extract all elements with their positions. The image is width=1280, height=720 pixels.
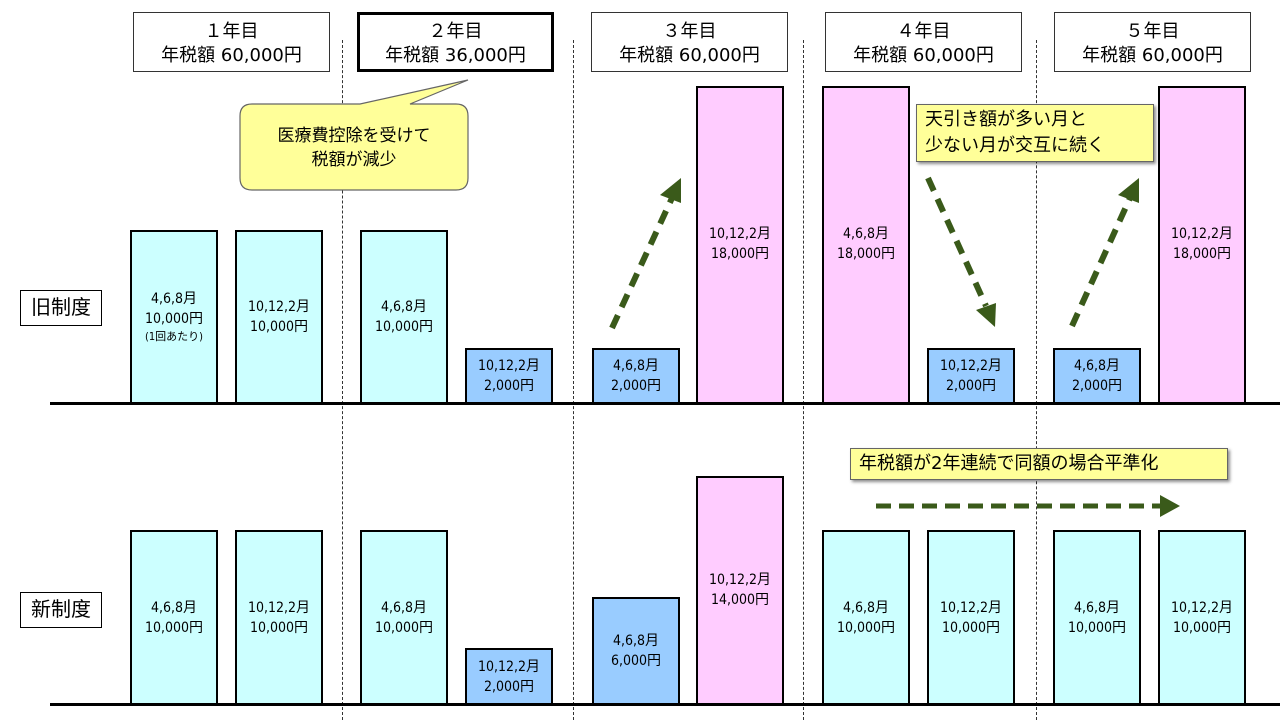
old-bar: 4,6,8月 2,000円	[592, 348, 680, 404]
bar-amount: 10,000円	[1067, 619, 1127, 636]
year-label: ４年目	[896, 21, 951, 42]
old-bar: 4,6,8月 10,000円	[360, 230, 448, 404]
dashed-arrow-down-icon	[925, 176, 989, 308]
bar-months: 10,12,2月	[708, 572, 772, 588]
year-divider	[803, 40, 804, 720]
bar-months: 10,12,2月	[247, 299, 311, 315]
year-label: １年目	[204, 21, 259, 42]
row-label-new: 新制度	[20, 592, 102, 628]
bar-months: 10,12,2月	[708, 226, 772, 242]
new-bar: 10,12,2月 2,000円	[465, 648, 553, 705]
year-divider	[573, 40, 574, 720]
bar-amount: 2,000円	[1071, 378, 1123, 394]
year-header-5: ５年目 年税額 60,000円	[1054, 12, 1251, 72]
new-bar: 4,6,8月 10,000円	[822, 530, 910, 705]
bar-amount: 10,000円	[374, 319, 434, 335]
bar-months: 4,6,8月	[1073, 599, 1121, 616]
bar-months: 10,12,2月	[939, 358, 1003, 374]
callout-alternate: 天引き額が多い月と 少ない月が交互に続く	[916, 104, 1154, 162]
bar-months: 4,6,8月	[842, 599, 890, 616]
bar-months: 4,6,8月	[612, 633, 660, 649]
bar-months: 10,12,2月	[1170, 599, 1234, 616]
bar-months: 4,6,8月	[842, 226, 890, 242]
bar-months: 10,12,2月	[939, 599, 1003, 616]
bar-amount: 10,000円	[144, 311, 204, 327]
bar-amount: 2,000円	[945, 378, 997, 394]
callout-medical: 医療費控除を受けて 税額が減少	[277, 126, 431, 170]
dashed-arrow-up-icon	[1069, 196, 1133, 328]
old-bar: 4,6,8月 2,000円	[1053, 348, 1141, 404]
bar-amount: 18,000円	[1172, 246, 1232, 262]
year-tax: 年税額 60,000円	[619, 45, 760, 66]
year-divider	[1036, 40, 1037, 720]
year-tax: 年税額 60,000円	[1082, 45, 1223, 66]
bar-amount: 18,000円	[836, 246, 896, 262]
bar-amount: 10,000円	[249, 619, 309, 636]
bar-months: 4,6,8月	[150, 599, 198, 616]
old-bar: 10,12,2月 18,000円	[1158, 86, 1246, 404]
old-bar: 10,12,2月 18,000円	[696, 86, 784, 404]
bar-amount: 10,000円	[836, 619, 896, 636]
bar-months: 4,6,8月	[380, 299, 428, 315]
year-label: ５年目	[1125, 21, 1180, 42]
bar-amount: 10,000円	[374, 619, 434, 636]
year-header-4: ４年目 年税額 60,000円	[825, 12, 1022, 72]
old-baseline	[50, 402, 1280, 405]
bar-amount: 2,000円	[610, 378, 662, 394]
year-label: ３年目	[662, 21, 717, 42]
year-tax: 年税額 60,000円	[161, 45, 302, 66]
old-bar: 4,6,8月 10,000円 (1回あたり)	[130, 230, 218, 404]
new-bar: 4,6,8月 10,000円	[130, 530, 218, 705]
old-bar: 10,12,2月 2,000円	[465, 348, 553, 404]
year-label: ２年目	[428, 21, 483, 42]
new-bar: 4,6,8月 6,000円	[592, 597, 680, 705]
arrowhead-icon	[1118, 178, 1139, 203]
new-bar: 10,12,2月 10,000円	[235, 530, 323, 705]
new-bar: 4,6,8月 10,000円	[1053, 530, 1141, 705]
arrowhead-icon	[1160, 495, 1180, 517]
bar-months: 4,6,8月	[150, 291, 198, 307]
year-header-2: ２年目 年税額 36,000円	[357, 12, 554, 72]
new-bar: 10,12,2月 10,000円	[927, 530, 1015, 705]
bar-months: 4,6,8月	[1073, 358, 1121, 374]
bar-amount: 2,000円	[483, 678, 535, 695]
bar-months: 4,6,8月	[612, 358, 660, 374]
bar-note: (1回あたり)	[144, 330, 204, 343]
old-bar: 10,12,2月 10,000円	[235, 230, 323, 404]
bar-amount: 10,000円	[249, 319, 309, 335]
year-tax: 年税額 36,000円	[385, 45, 526, 66]
bar-months: 10,12,2月	[477, 358, 541, 374]
bar-amount: 10,000円	[941, 619, 1001, 636]
bar-amount: 10,000円	[1172, 619, 1232, 636]
bar-months: 10,12,2月	[477, 658, 541, 675]
bar-amount: 2,000円	[483, 378, 535, 394]
bar-amount: 6,000円	[610, 653, 662, 669]
bar-amount: 14,000円	[710, 592, 770, 608]
year-header-1: １年目 年税額 60,000円	[133, 12, 330, 72]
new-bar: 10,12,2月 14,000円	[696, 476, 784, 705]
year-divider	[342, 40, 343, 720]
arrowhead-icon	[976, 303, 996, 327]
old-bar: 10,12,2月 2,000円	[927, 348, 1015, 404]
new-bar: 10,12,2月 10,000円	[1158, 530, 1246, 705]
bar-amount: 18,000円	[710, 246, 770, 262]
new-bar: 4,6,8月 10,000円	[360, 530, 448, 705]
bar-amount: 10,000円	[144, 619, 204, 636]
year-header-3: ３年目 年税額 60,000円	[591, 12, 788, 72]
callout-leveling: 年税額が2年連続で同額の場合平準化	[850, 448, 1228, 480]
bar-months: 10,12,2月	[247, 599, 311, 616]
old-bar: 4,6,8月 18,000円	[822, 86, 910, 404]
arrowhead-icon	[660, 178, 681, 203]
dashed-arrow-up-icon	[609, 196, 675, 330]
bar-months: 10,12,2月	[1170, 226, 1234, 242]
new-baseline	[50, 703, 1280, 706]
bar-months: 4,6,8月	[380, 599, 428, 616]
row-label-old: 旧制度	[20, 290, 102, 326]
year-tax: 年税額 60,000円	[853, 45, 994, 66]
